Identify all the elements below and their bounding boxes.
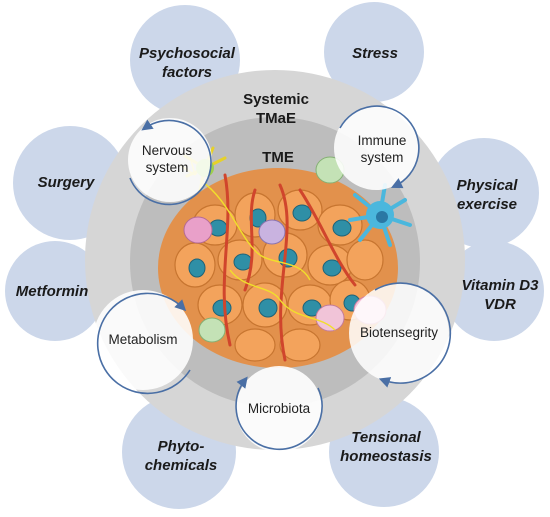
systemic-label-line1: Systemic <box>243 91 309 108</box>
inner-system-immune <box>334 105 420 190</box>
label-nervous-1: Nervous <box>142 143 193 158</box>
bubble-metformin <box>5 241 105 341</box>
nervous-system-arrow <box>129 119 212 206</box>
nucleus <box>292 204 312 222</box>
inner-system-nervous <box>128 118 212 206</box>
label-phyto-1: Phyto- <box>158 438 205 455</box>
label-psychosocial-2: factors <box>162 64 212 81</box>
label-stress: Stress <box>352 45 398 62</box>
label-surgery: Surgery <box>38 174 95 191</box>
label-microbiota: Microbiota <box>248 401 311 416</box>
nerve <box>199 179 311 281</box>
nervous-system-circle <box>128 118 212 202</box>
vessel <box>298 188 357 287</box>
label-immune-1: Immune <box>358 133 407 148</box>
tumor-cell <box>279 328 321 362</box>
bubble-stress <box>324 2 424 102</box>
inner-system-microbiota <box>235 366 323 452</box>
label-physical-2: exercise <box>457 196 517 213</box>
nucleus <box>322 259 342 277</box>
label-psychosocial-1: Psychosocial <box>139 45 236 62</box>
tme-label: TME <box>262 149 294 166</box>
label-phyto-2: chemicals <box>145 457 218 474</box>
metabolism-arrow <box>96 292 191 395</box>
biotensegrity-arrow <box>374 282 452 388</box>
vessel <box>243 188 257 292</box>
label-physical-1: Physical <box>457 177 519 194</box>
biotensegrity-circle <box>349 283 449 383</box>
systemic-label-line2: TMaE <box>256 110 296 127</box>
label-tensional-1: Tensional <box>351 429 421 446</box>
immune-cell-green <box>198 317 226 343</box>
tumor-cell <box>346 239 384 281</box>
immune-cell-pink <box>315 304 345 332</box>
label-vitamin-2: VDR <box>484 296 516 313</box>
immune-system-circle <box>334 106 418 190</box>
inner-system-metabolism <box>93 290 193 395</box>
label-metformin: Metformin <box>16 283 89 300</box>
vessel <box>222 173 232 347</box>
bubble-vitamin <box>444 241 544 341</box>
label-metabolism: Metabolism <box>108 332 177 347</box>
microbiota-circle <box>236 366 322 452</box>
label-nervous-2: system <box>146 160 189 175</box>
immune-cell-lilac <box>258 219 286 245</box>
outer-factor-bubbles <box>5 2 544 509</box>
dendrite-nucleus <box>376 211 388 223</box>
nucleus <box>332 219 352 237</box>
inner-system-biotensegrity <box>349 282 452 388</box>
label-biotensegrity: Biotensegrity <box>360 325 438 340</box>
tumor-cell <box>234 328 276 362</box>
nucleus <box>258 298 278 318</box>
tumor-cell-cluster <box>158 146 412 368</box>
nucleus <box>212 299 232 317</box>
nerve <box>229 269 336 331</box>
microbiota-arrow <box>235 376 323 451</box>
label-tensional-2: homeostasis <box>340 448 432 465</box>
immune-cell-pink <box>183 216 213 244</box>
label-immune-2: system <box>361 150 404 165</box>
immune-system-arrow <box>339 105 420 189</box>
dendritic-cell <box>348 183 412 247</box>
nucleus <box>188 258 206 278</box>
label-vitamin-1: Vitamin D3 <box>462 277 540 294</box>
metabolism-circle <box>93 290 193 390</box>
